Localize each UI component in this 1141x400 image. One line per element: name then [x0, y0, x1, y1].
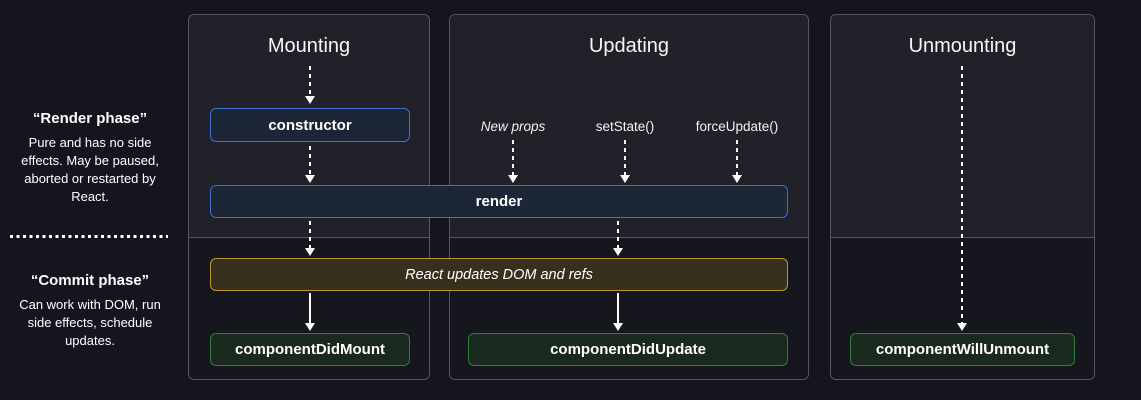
arrow-render-to-dom-update-updating: [612, 221, 624, 256]
forceupdate-label: forceUpdate(): [695, 119, 779, 134]
arrow-constructor-to-render: [304, 146, 316, 183]
react-updates-dom-box: React updates DOM and refs: [210, 258, 788, 291]
render-box: render: [210, 185, 788, 218]
commit-phase-note: “Commit phase” Can work with DOM, run si…: [5, 272, 175, 350]
phase-dotted-divider: [10, 235, 168, 238]
component-will-unmount-box: componentWillUnmount: [850, 333, 1075, 366]
render-phase-title: “Render phase”: [32, 110, 148, 127]
commit-phase-description: Can work with DOM, run side effects, sch…: [19, 297, 161, 348]
mounting-column-title: Mounting: [267, 35, 351, 57]
commit-phase-title: “Commit phase”: [30, 272, 150, 289]
render-phase-note: “Render phase” Pure and has no side effe…: [5, 110, 175, 206]
setstate-label: setState(): [595, 119, 655, 134]
component-did-mount-box: componentDidMount: [210, 333, 410, 366]
arrow-mounting-to-constructor: [304, 66, 316, 104]
arrow-render-to-dom-update-mounting: [304, 221, 316, 256]
new-props-label: New props: [480, 119, 546, 134]
component-did-update-box: componentDidUpdate: [468, 333, 788, 366]
arrow-forceupdate-to-render: [731, 140, 743, 183]
constructor-box: constructor: [210, 108, 410, 142]
arrow-new-props-to-render: [507, 140, 519, 183]
arrow-dom-update-to-did-mount: [304, 293, 316, 331]
updating-column-title: Updating: [588, 35, 670, 57]
arrow-setstate-to-render: [619, 140, 631, 183]
render-phase-description: Pure and has no side effects. May be pau…: [21, 135, 159, 204]
arrow-dom-update-to-did-update: [612, 293, 624, 331]
unmounting-column-title: Unmounting: [908, 35, 1017, 57]
arrow-unmounting-to-will-unmount: [956, 66, 968, 331]
